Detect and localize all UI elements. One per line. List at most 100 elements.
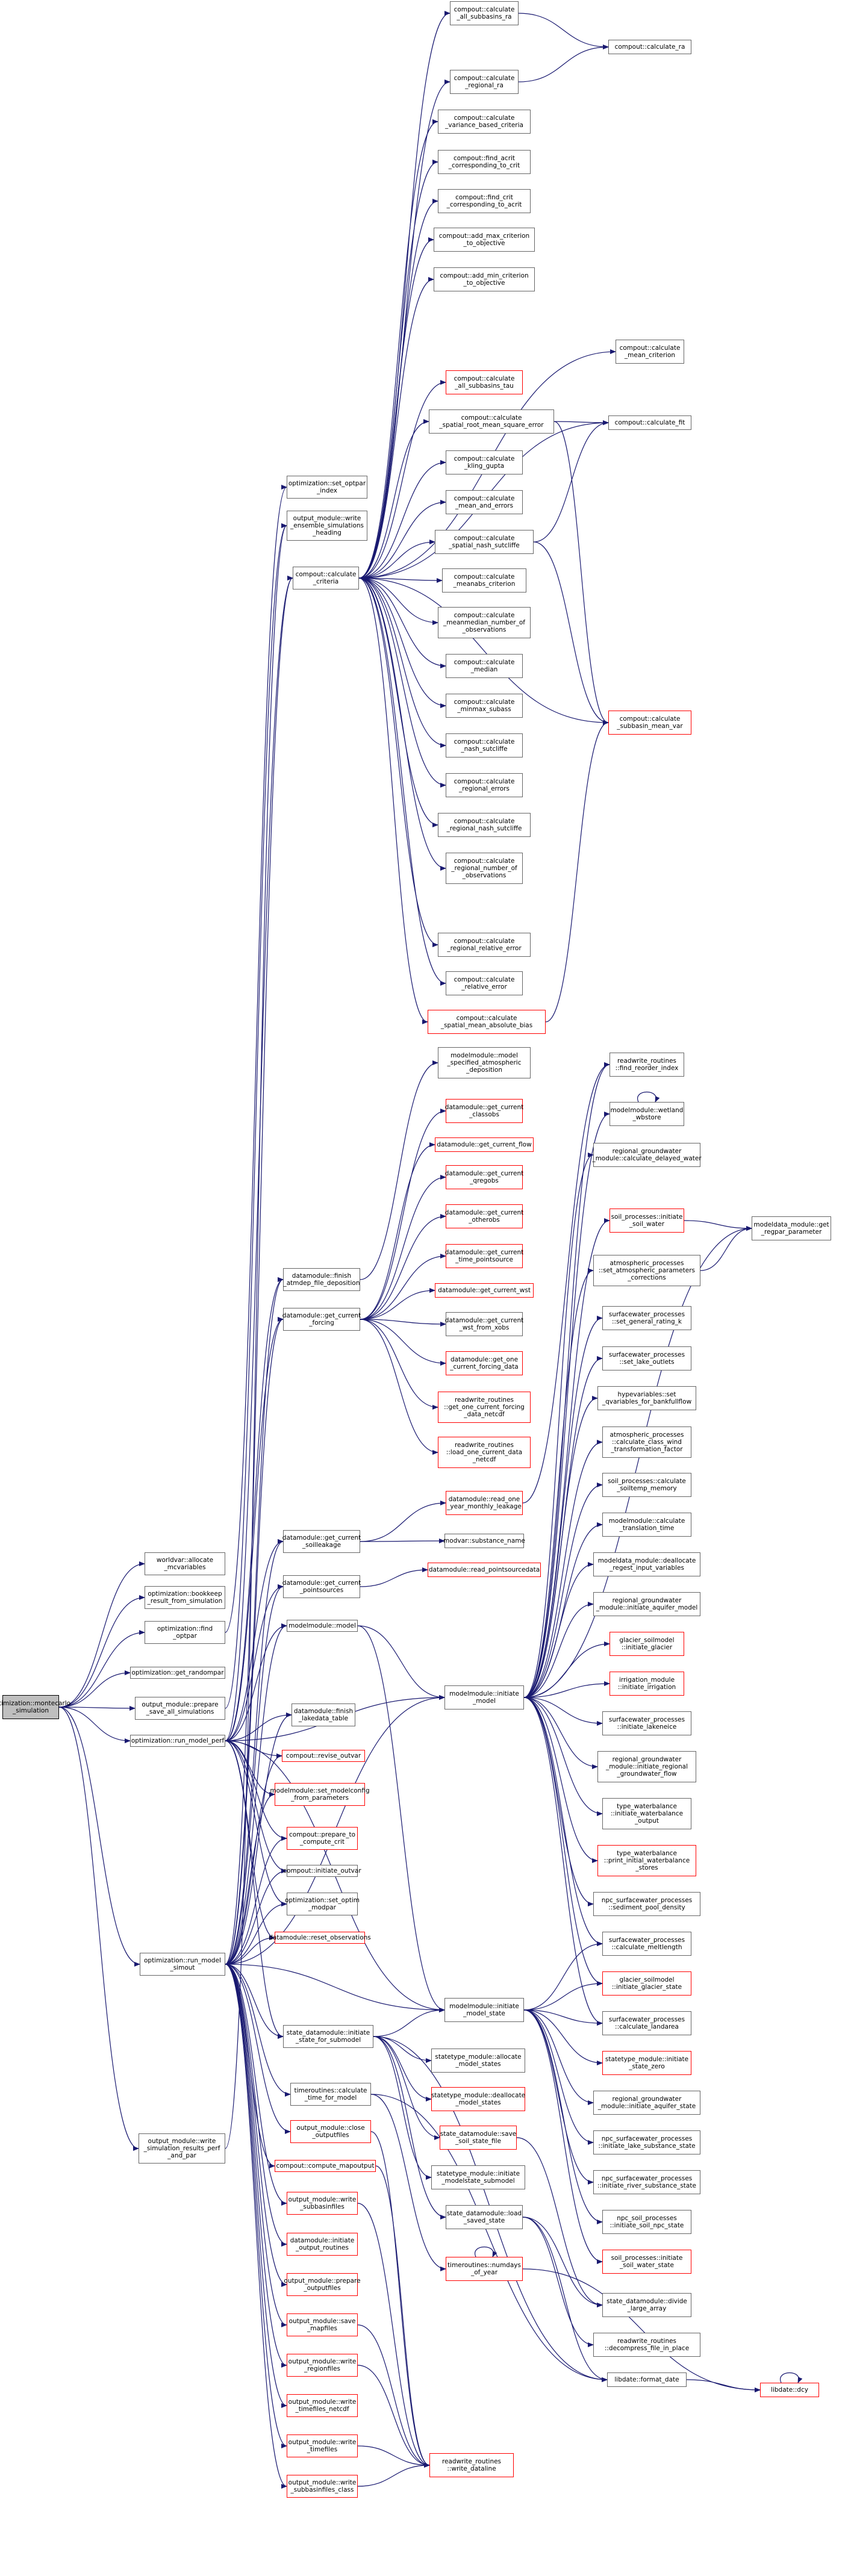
node-gw-regional-flow[interactable]: regional_groundwater _module::initiate_r… [597, 1751, 696, 1782]
node-calc-variance[interactable]: compout::calculate _variance_based_crite… [438, 110, 531, 134]
node-initiate-outvar[interactable]: compout::initiate_outvar [283, 1865, 361, 1877]
node-atm-wind[interactable]: atmospheric_processes ::calculate_class_… [602, 1426, 691, 1458]
node-run-perf[interactable]: optimization::run_model_perf [130, 1735, 225, 1747]
node-add-max[interactable]: compout::add_max_criterion _to_objective [434, 228, 535, 252]
node-set-modelconfig[interactable]: modelmodule::set_modelconfig _from_param… [270, 1783, 370, 1806]
node-calc-reg-nash[interactable]: compout::calculate _regional_nash_sutcli… [438, 813, 531, 837]
node-modvar-substance[interactable]: modvar::substance_name [443, 1534, 525, 1548]
node-irrigation-init[interactable]: irrigation_module ::initiate_irrigation [610, 1672, 684, 1696]
node-hypo-bankfull[interactable]: hypevariables::set _qvariables_for_bankf… [597, 1386, 696, 1410]
node-sw-rating-k[interactable]: surfacewater_processes ::set_general_rat… [602, 1306, 691, 1330]
node-write-timefiles-netcdf[interactable]: output_module::write _timefiles_netcdf [287, 2394, 358, 2417]
node-get-one-forcing[interactable]: datamodule::get_one _current_forcing_dat… [446, 1351, 523, 1375]
node-npc-sediment[interactable]: npc_surfacewater_processes ::sediment_po… [593, 1892, 700, 1916]
node-wb-initiate-output[interactable]: type_waterbalance ::initiate_waterbalanc… [602, 1798, 691, 1829]
node-glacier-state[interactable]: glacier_soilmodel ::initiate_glacier_sta… [602, 1971, 691, 1996]
node-close-outputfiles[interactable]: output_module::close _outputfiles [290, 2120, 371, 2143]
node-decompress-file[interactable]: readwrite_routines ::decompress_file_in_… [593, 2333, 700, 2357]
node-calc-reg-number[interactable]: compout::calculate _regional_number_of _… [446, 853, 523, 884]
node-revise-outvar[interactable]: compout::revise_outvar [282, 1750, 365, 1762]
node-get-classobs[interactable]: datamodule::get_current _classobs [445, 1099, 523, 1123]
node-calc-meanabs[interactable]: compout::calculate _meanabs_criterion [442, 568, 526, 593]
node-get-otherobs[interactable]: datamodule::get_current _otherobs [445, 1204, 523, 1228]
node-get-current-forcing[interactable]: datamodule::get_current _forcing [282, 1308, 361, 1331]
node-state-save[interactable]: state_datamodule::save _soil_state_file [440, 2126, 517, 2150]
node-write-subbasinfiles[interactable]: output_module::write _subbasinfiles [287, 2192, 358, 2215]
node-find-acrit[interactable]: compout::find_acrit _corresponding_to_cr… [438, 150, 531, 174]
node-add-min[interactable]: compout::add_min_criterion _to_objective [434, 267, 535, 291]
node-init-model[interactable]: modelmodule::initiate _model [444, 1685, 524, 1710]
node-calc-reg-errors[interactable]: compout::calculate _regional_errors [446, 773, 523, 797]
node-statetype-zero[interactable]: statetype_module::initiate _state_zero [602, 2051, 691, 2075]
node-calc-ra[interactable]: compout::calculate_ra [608, 40, 691, 54]
node-bookkeep[interactable]: optimization::bookkeep _result_from_simu… [145, 1586, 225, 1609]
node-get-wst[interactable]: datamodule::get_current_wst [435, 1283, 534, 1298]
node-get-soilleakage[interactable]: datamodule::get_current _soilleakage [282, 1530, 361, 1553]
node-finish-atmdep[interactable]: datamodule::finish _atmdep_file_depositi… [283, 1268, 360, 1291]
node-write-timefiles[interactable]: output_module::write _timefiles [287, 2434, 358, 2457]
node-get-pointsources[interactable]: datamodule::get_current _pointsources [282, 1575, 361, 1598]
node-npc-river-sub[interactable]: npc_surfacewater_processes ::initiate_ri… [593, 2170, 700, 2194]
node-sw-laketeniece[interactable]: surfacewater_processes ::initiate_lakene… [602, 1711, 691, 1735]
node-calc-all-tau[interactable]: compout::calculate _all_subbasins_tau [446, 370, 523, 394]
node-write-perf[interactable]: output_module::write _simulation_results… [139, 2133, 225, 2164]
node-dealloc-regest[interactable]: modeldata_module::deallocate _regest_inp… [593, 1552, 700, 1576]
node-statetype-init-sub[interactable]: statetype_module::initiate _modelstate_s… [431, 2165, 525, 2189]
node-wb-print-stores[interactable]: type_waterbalance ::print_initial_waterb… [597, 1845, 696, 1876]
node-init-model-state[interactable]: modelmodule::initiate _model_state [444, 1998, 524, 2022]
node-prep-save-all[interactable]: output_module::prepare _save_all_simulat… [135, 1697, 225, 1720]
node-glacier-init[interactable]: glacier_soilmodel ::initiate_glacier [610, 1632, 684, 1656]
node-rw-get-one-netcdf[interactable]: readwrite_routines ::get_one_current_for… [438, 1392, 531, 1423]
node-calc-meanmedian[interactable]: compout::calculate _meanmedian_number_of… [438, 607, 531, 638]
node-libdate-dcy[interactable]: libdate::dcy [760, 2383, 819, 2397]
node-format-date[interactable]: libdate::format_date [607, 2372, 687, 2387]
node-get-flow[interactable]: datamodule::get_current_flow [435, 1137, 534, 1152]
node-calc-criteria[interactable]: compout::calculate _criteria [293, 567, 359, 590]
node-set-optpar-index[interactable]: optimization::set_optpar _index [287, 476, 367, 499]
node-statetype-alloc[interactable]: statetype_module::allocate _model_states [431, 2049, 525, 2073]
node-run-simout[interactable]: optimization::run_model _simout [140, 1953, 225, 1976]
node-write-regionfiles[interactable]: output_module::write _regionfiles [287, 2354, 358, 2377]
node-calc-spatial-mab[interactable]: compout::calculate _spatial_mean_absolut… [428, 1010, 546, 1034]
node-calc-median[interactable]: compout::calculate _median [446, 654, 523, 678]
node-get-wst-from-xobs[interactable]: datamodule::get_current _wst_from_xobs [445, 1312, 523, 1336]
node-rw-load-one[interactable]: readwrite_routines ::load_one_current_da… [438, 1437, 531, 1468]
node-write-ens[interactable]: output_module::write _ensemble_simulatio… [287, 511, 367, 541]
node-save-mapfiles[interactable]: output_module::save _mapfiles [287, 2313, 358, 2336]
node-translation-time[interactable]: modelmodule::calculate _translation_time [602, 1513, 691, 1537]
node-sw-landarea[interactable]: surfacewater_processes ::calculate_landa… [602, 2011, 691, 2035]
node-get-time-pointsource[interactable]: datamodule::get_current _time_pointsourc… [445, 1244, 523, 1268]
node-model-spec-atm[interactable]: modelmodule::model _specified_atmospheri… [438, 1047, 531, 1078]
node-npc-lake-sub[interactable]: npc_surfacewater_processes ::initiate_la… [593, 2130, 700, 2154]
node-get-regpar[interactable]: modeldata_module::get _regpar_parameter [752, 1216, 831, 1240]
node-calc-reg-rel[interactable]: compout::calculate _regional_relative_er… [438, 933, 531, 957]
node-sw-lake-outlets[interactable]: surfacewater_processes ::set_lake_outlet… [602, 1346, 691, 1370]
node-soil-water-state[interactable]: soil_processes::initiate _soil_water_sta… [602, 2250, 691, 2274]
node-set-optim[interactable]: optimization::set_optim _modpar [285, 1893, 360, 1915]
node-init-state-sub[interactable]: state_datamodule::initiate _state_for_su… [283, 2025, 373, 2048]
node-divide-array[interactable]: state_datamodule::divide _large_array [602, 2293, 691, 2317]
node-compute-mapoutput[interactable]: compout::compute_mapoutput [275, 2160, 376, 2172]
node-calc-mean-crit[interactable]: compout::calculate _mean_criterion [616, 340, 684, 364]
node-gw-aquifer-state[interactable]: regional_groundwater _module::initiate_a… [593, 2091, 700, 2115]
node-calc-rel[interactable]: compout::calculate _relative_error [446, 971, 523, 995]
node-calc-delayed-water[interactable]: regional_groundwater _module::calculate_… [592, 1143, 702, 1167]
node-timeroutines-calc[interactable]: timeroutines::calculate _time_for_model [290, 2083, 371, 2106]
node-init-output-routines[interactable]: datamodule::initiate _output_routines [287, 2233, 358, 2256]
node-npc-soil-state[interactable]: npc_soil_processes ::initiate_soil_npc_s… [602, 2210, 691, 2234]
node-find-crit[interactable]: compout::find_crit _corresponding_to_acr… [438, 189, 531, 213]
node-reset-obs[interactable]: datamodule::reset_observations [269, 1932, 371, 1944]
node-numdays[interactable]: timeroutines::numdays _of_year [446, 2257, 523, 2281]
node-prepare-outputfiles[interactable]: output_module::prepare _outputfiles [284, 2273, 361, 2296]
node-state-load[interactable]: state_datamodule::load _saved_state [446, 2205, 523, 2229]
node-modelmodule-model[interactable]: modelmodule::model [287, 1620, 358, 1632]
node-write-subbasinfiles-class[interactable]: output_module::write _subbasinfiles_clas… [287, 2475, 358, 2498]
node-find-optpar[interactable]: optimization::find _optpar [145, 1621, 225, 1644]
node-calc-kling[interactable]: compout::calculate _kling_gupta [446, 450, 523, 474]
node-calc-regional-ra[interactable]: compout::calculate _regional_ra [450, 70, 519, 94]
node-soiltemp-memory[interactable]: soil_processes::calculate _soiltemp_memo… [602, 1473, 691, 1497]
node-wb-alloc[interactable]: worldvar::allocate _mcvariables [145, 1552, 225, 1575]
node-rw-write-dataline[interactable]: readwrite_routines ::write_dataline [429, 2453, 514, 2477]
node-get-qregobs[interactable]: datamodule::get_current _qregobs [445, 1165, 523, 1189]
node-statetype-dealloc[interactable]: statetype_module::deallocate _model_stat… [431, 2087, 525, 2111]
